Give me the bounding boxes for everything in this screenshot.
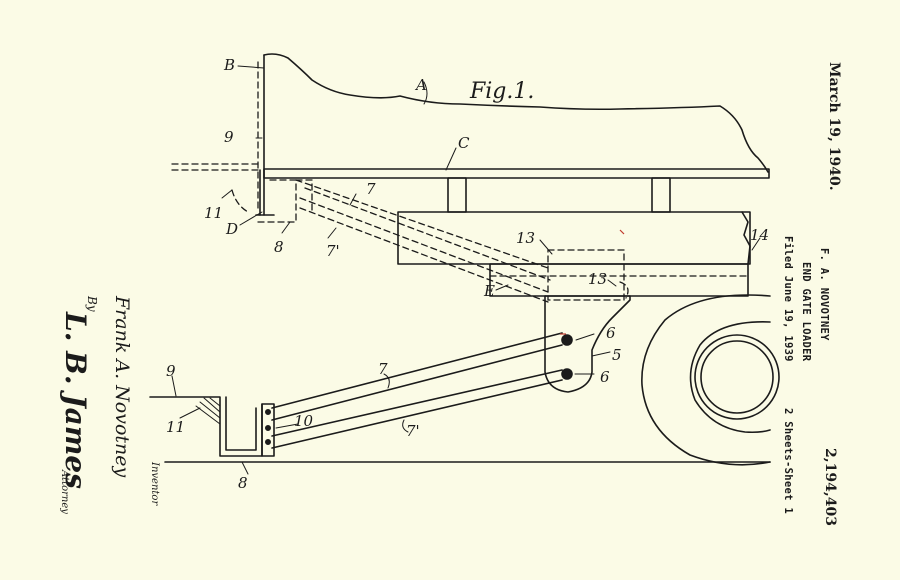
label-e: E [483,282,495,300]
wheel-tire [641,294,771,466]
load-outline-a [263,53,769,173]
label-7prime-lower: 7' [406,422,420,440]
inventor-signature: Frank A. Novotney [111,295,133,478]
chassis-frame [397,211,751,265]
inventor-caption: Inventor [149,461,160,506]
label-6-lower: 6 [600,368,610,386]
label-8-upper: 8 [274,238,284,256]
attorney-signature: L. B. James [59,311,92,489]
label-11-upper: 11 [204,204,223,222]
wheel-hub [694,334,780,420]
floor-post [651,177,671,213]
body-floor-c [263,168,770,179]
arm-7prime-bottom [271,379,563,449]
label-11-lower: 11 [166,418,185,436]
filed-date: Filed June 19, 1939 [782,236,794,362]
pivot-bolt-lower [561,368,573,380]
arm-7-top [271,332,563,409]
label-c: C [458,134,470,152]
figure-title: Fig.1. [469,79,534,104]
label-8-lower: 8 [238,474,248,492]
label-b: B [223,56,235,74]
label-9-lower: 9 [166,362,176,380]
label-5: 5 [612,346,622,364]
label-13-lower: 13 [588,270,607,288]
label-9-upper: 9 [224,128,234,146]
patent-date: March 19, 1940. [826,62,842,191]
patent-title: END GATE LOADER [800,262,812,362]
floor-post [447,177,467,213]
sheet-count: 2 Sheets-Sheet 1 [782,408,794,514]
arm-7prime-top [271,369,563,437]
arm-7-bottom [271,344,563,421]
patent-number: 2,194,403 [822,448,838,526]
bracket-5 [544,295,631,393]
arm-raised-dashed [295,179,549,269]
by-label: By [85,295,99,312]
end-gate-8-lowered [149,396,263,457]
inventor-name: F. A. NOVOTNEY [818,248,830,341]
pivot-bolt-upper [561,334,573,346]
attorney-caption: Attorney [59,469,70,514]
label-7-upper: 7 [366,180,376,198]
axle-housing-e [489,263,749,297]
label-a: A [414,76,427,94]
label-7-lower: 7 [378,360,388,378]
label-13-upper: 13 [516,229,535,247]
label-7prime-upper: 7' [326,242,340,260]
label-14: 14 [750,226,769,244]
label-10: 10 [294,412,314,430]
label-d: D [225,220,238,238]
label-6-upper: 6 [606,324,616,342]
